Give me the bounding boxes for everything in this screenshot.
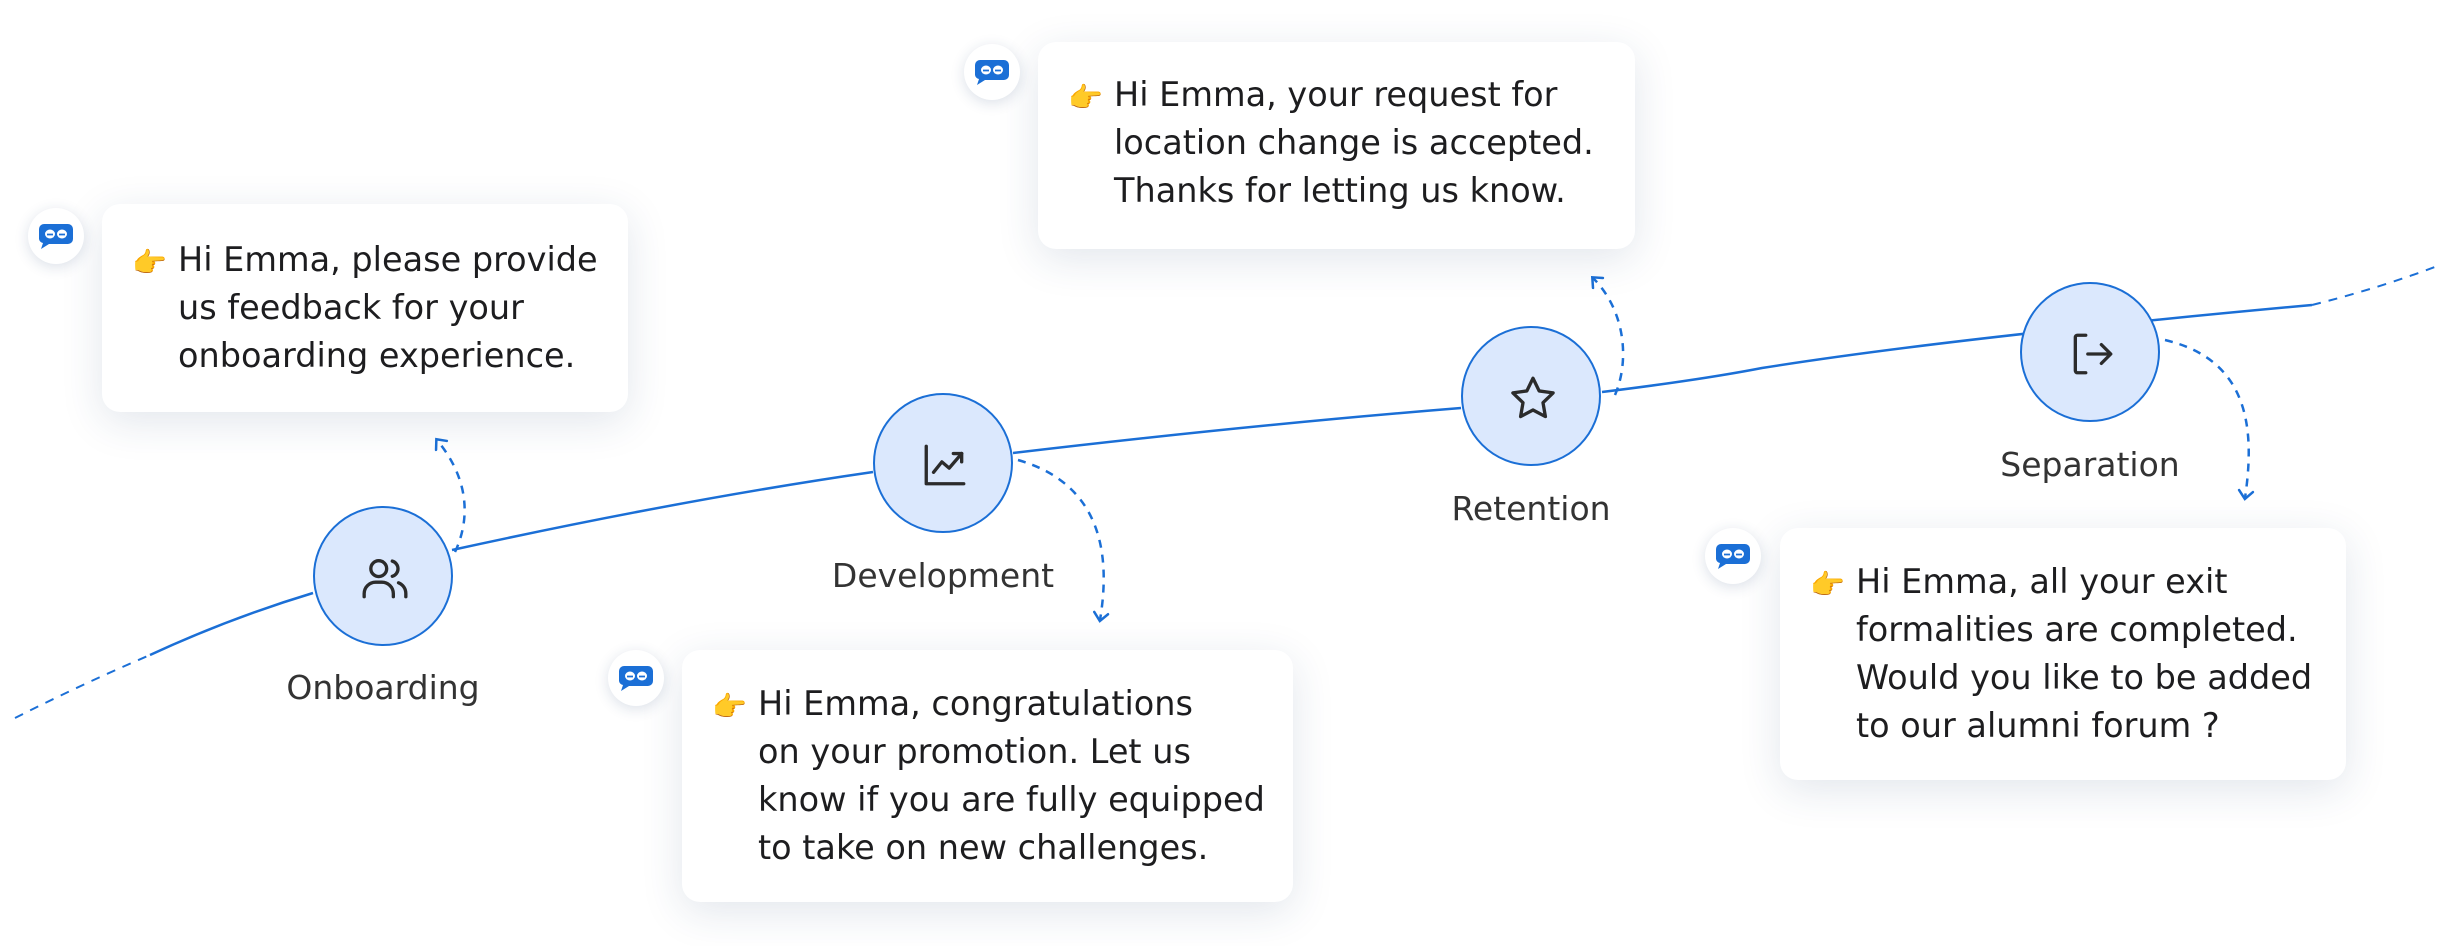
chatbot-badge-development [608, 650, 664, 706]
stage-label-separation: Separation [2000, 445, 2180, 484]
stage-label-development: Development [831, 556, 1055, 595]
stage-onboarding [313, 506, 453, 646]
message-text: Hi Emma, congratulations on your promoti… [758, 684, 1265, 867]
message-text: Hi Emma, all your exit formalities are c… [1856, 562, 2313, 745]
message-card-separation: 👉 Hi Emma, all your exit formalities are… [1780, 528, 2346, 780]
star-icon [1511, 376, 1555, 419]
journey-line [149, 591, 314, 657]
message-text: Hi Emma, please provide us feedback for … [178, 240, 598, 375]
chatbot-logo-icon [1716, 544, 1750, 569]
chatbot-logo-icon [39, 224, 73, 249]
journey-dashed-start [14, 654, 151, 719]
stage-separation [2020, 282, 2160, 422]
pointing-hand-icon: 👉 [132, 246, 167, 279]
trending-up-icon [924, 444, 966, 486]
logout-icon [2073, 333, 2113, 375]
chatbot-badge-retention [964, 44, 1020, 100]
pointing-hand-icon: 👉 [1068, 81, 1103, 114]
chatbot-badge-separation [1705, 528, 1761, 584]
stage-development [873, 393, 1013, 533]
journey-dashed-end [2311, 264, 2441, 306]
arrow-onboarding [434, 437, 466, 553]
message-card-development: 👉 Hi Emma, congratulations on your promo… [682, 650, 1293, 902]
users-icon [362, 559, 408, 599]
stage-retention [1461, 326, 1601, 466]
chatbot-logo-icon [975, 60, 1009, 85]
stage-label-retention: Retention [1451, 489, 1611, 528]
message-card-onboarding: 👉 Hi Emma, please provide us feedback fo… [102, 204, 628, 412]
pointing-hand-icon: 👉 [712, 690, 747, 723]
message-card-retention: 👉 Hi Emma, your request for location cha… [1038, 42, 1635, 249]
message-text: Hi Emma, your request for location chang… [1114, 75, 1594, 210]
arrow-development [1017, 458, 1110, 623]
chatbot-logo-icon [619, 666, 653, 691]
arrow-retention [1590, 275, 1625, 396]
chatbot-badge-onboarding [28, 208, 84, 264]
stage-label-onboarding: Onboarding [286, 668, 480, 707]
pointing-hand-icon: 👉 [1810, 568, 1845, 601]
